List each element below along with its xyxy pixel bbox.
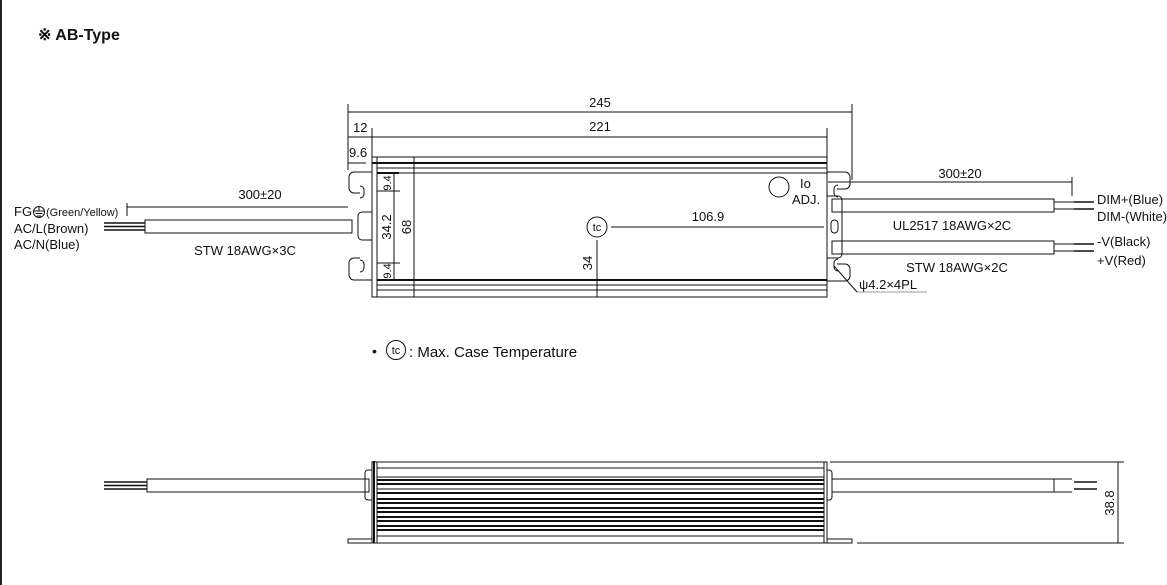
dim-tc-y: 34: [580, 256, 595, 270]
mount-hole: [833, 184, 839, 198]
dim-hole-spacing: 34.2: [379, 214, 394, 239]
top-view: 245 221 12 9.6 9.4 34.2 9.4 68 tc: [347, 95, 927, 298]
dim-plus-label: DIM+(Blue): [1097, 192, 1163, 207]
dim-hole-bottom: 9.4: [382, 263, 394, 278]
io-label: Io: [800, 176, 811, 191]
dim-cable-jacket: [831, 198, 1055, 213]
mount-hole-label: ψ4.2×4PL: [859, 277, 917, 292]
tc-symbol-icon: [386, 340, 406, 360]
side-view: 38.8: [104, 461, 1124, 544]
note-tc-symbol: tc: [392, 345, 401, 357]
slot: [830, 219, 839, 234]
io-adjust-potentiometer: [768, 176, 790, 198]
acl-label: AC/L(Brown): [14, 221, 88, 236]
tc-note: • tc : Max. Case Temperature: [372, 340, 577, 361]
fg-color-label: (Green/Yellow): [46, 207, 118, 219]
input-cable-jacket: [144, 219, 353, 234]
v-plus-label: +V(Red): [1097, 253, 1146, 268]
dim-total-length: 245: [589, 95, 611, 110]
drawing-title: ※ AB-Type: [38, 27, 120, 44]
tc-point-icon: [586, 216, 608, 238]
right-mounting-flange: [827, 171, 851, 282]
ground-icon: [33, 206, 45, 218]
output-cable-length: 300±20: [938, 166, 981, 181]
dim-flange: 12: [353, 120, 367, 135]
mount-hole: [359, 259, 365, 273]
left-mounting-flange: [348, 171, 372, 281]
fg-label: FG: [14, 204, 32, 219]
case-side: [371, 461, 828, 544]
v-minus-label: -V(Black): [1097, 234, 1150, 249]
heatsink-fins: [377, 467, 824, 537]
input-cable-length: 300±20: [238, 187, 281, 202]
dim-tc-x: 106.9: [692, 209, 725, 224]
dim-hole-offset: 9.6: [349, 145, 367, 160]
dim-height: 38.8: [1102, 490, 1117, 515]
mount-hole: [833, 258, 839, 272]
input-cable-spec: STW 18AWG×3C: [194, 243, 296, 258]
output-cables: 300±20 DIM+(Blue) DIM-(White) UL2517 18A…: [828, 166, 1167, 275]
acn-label: AC/N(Blue): [14, 237, 80, 252]
dim-cable-spec: UL2517 18AWG×2C: [893, 218, 1011, 233]
adj-label: ADJ.: [792, 192, 820, 207]
input-cable: 300±20 FG (Green/Yellow) AC/L(Brown) AC/…: [14, 187, 353, 258]
power-cable-jacket: [831, 240, 1055, 255]
mount-hole: [359, 185, 365, 199]
dim-body-length: 221: [589, 119, 611, 134]
dim-hole-top: 9.4: [382, 175, 394, 190]
note-bullet: •: [372, 343, 377, 359]
dim-minus-label: DIM-(White): [1097, 209, 1167, 224]
note-text: : Max. Case Temperature: [409, 344, 577, 361]
case-body: [371, 156, 828, 298]
power-cable-spec: STW 18AWG×2C: [906, 260, 1008, 275]
dim-width: 68: [399, 220, 414, 234]
tc-symbol: tc: [593, 222, 602, 234]
